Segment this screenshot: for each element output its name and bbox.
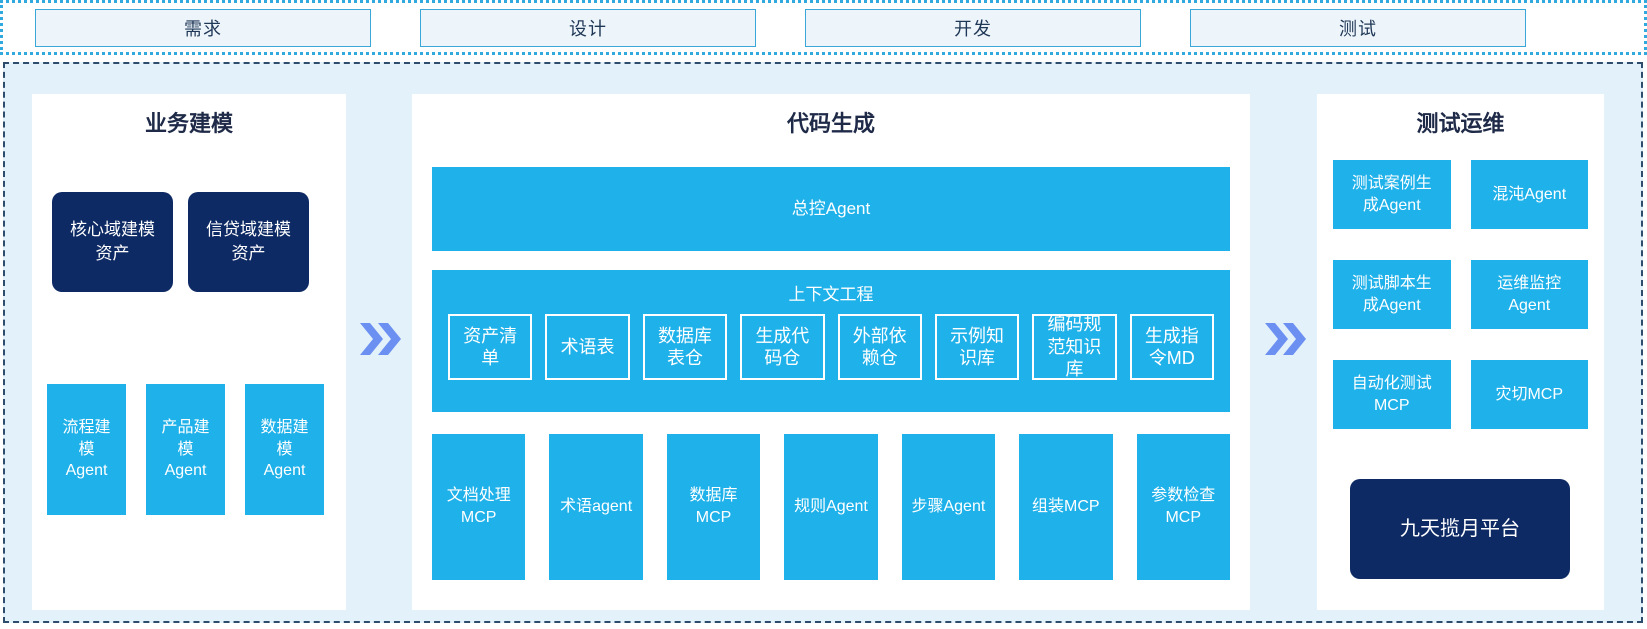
tool-box-assembly-mcp: 组装MCP [1019, 434, 1113, 580]
double-chevron-right-icon [1262, 320, 1308, 358]
master-agent-bar: 总控Agent [432, 167, 1230, 251]
code-generation-tools-row: 文档处理MCP 术语agent 数据库MCP 规则Agent 步骤Agent 组… [432, 434, 1230, 580]
section-test-ops: 测试运维 测试案例生成Agent 混沌Agent 测试脚本生成Agent 运维监… [1317, 94, 1604, 610]
business-modeling-title: 业务建模 [144, 111, 233, 136]
ctx-item-coding-spec-kb: 编码规范知识库 [1032, 314, 1117, 380]
ctx-item-glossary: 术语表 [545, 314, 630, 380]
tool-box-database-mcp: 数据库MCP [666, 434, 761, 580]
section-code-generation: 代码生成 总控Agent 上下文工程 资产清单 术语表 数据库表仓 生成代码仓 … [412, 94, 1250, 610]
agent-box-product-modeling: 产品建模Agent [146, 384, 225, 515]
ctx-item-gen-code-repo: 生成代码仓 [740, 314, 825, 380]
main-board: 业务建模 核心域建模资产 信贷域建模资产 流程建模Agent 产品建模Agent… [3, 62, 1643, 623]
agent-box-data-modeling: 数据建模Agent [245, 384, 324, 515]
test-ops-grid: 测试案例生成Agent 混沌Agent 测试脚本生成Agent 运维监控Agen… [1333, 160, 1588, 429]
tool-box-glossary-agent: 术语agent [549, 434, 643, 580]
section-business-modeling: 业务建模 核心域建模资产 信贷域建模资产 流程建模Agent 产品建模Agent… [32, 94, 346, 610]
pipeline-stage-bar: 需求 设计 开发 测试 [0, 0, 1647, 55]
ops-box-chaos-agent: 混沌Agent [1470, 160, 1588, 229]
ops-box-disaster-switch-mcp: 灾切MCP [1470, 360, 1588, 429]
stage-box-design: 设计 [420, 8, 756, 47]
ops-box-test-script-gen-agent: 测试脚本生成Agent [1333, 260, 1451, 329]
context-engineering-items: 资产清单 术语表 数据库表仓 生成代码仓 外部依赖仓 示例知识库 编码规范知识库… [432, 305, 1230, 380]
tool-box-step-agent: 步骤Agent [901, 434, 996, 580]
double-chevron-right-icon [357, 320, 403, 358]
jiutian-lanyue-platform-box: 九天揽月平台 [1350, 479, 1570, 579]
ctx-item-example-kb: 示例知识库 [934, 314, 1020, 380]
ops-box-ops-monitor-agent: 运维监控Agent [1470, 260, 1588, 329]
modeling-agent-row: 流程建模Agent 产品建模Agent 数据建模Agent [47, 384, 324, 515]
tool-box-param-check-mcp: 参数检查MCP [1136, 434, 1230, 580]
ops-box-test-case-gen-agent: 测试案例生成Agent [1333, 160, 1451, 229]
modeling-asset-row: 核心域建模资产 信贷域建模资产 [52, 192, 309, 292]
tool-box-rule-agent: 规则Agent [784, 434, 878, 580]
code-generation-title: 代码生成 [786, 111, 875, 136]
stage-box-requirements: 需求 [35, 8, 371, 47]
ctx-item-gen-instr-md: 生成指令MD [1129, 314, 1214, 380]
agent-box-process-modeling: 流程建模Agent [47, 384, 126, 515]
tool-box-doc-processing-mcp: 文档处理MCP [432, 434, 526, 580]
asset-box-core-domain: 核心域建模资产 [52, 192, 173, 292]
test-ops-title: 测试运维 [1416, 111, 1505, 136]
stage-box-testing: 测试 [1190, 8, 1526, 47]
asset-box-credit-domain: 信贷域建模资产 [188, 192, 309, 292]
ops-box-auto-test-mcp: 自动化测试MCP [1333, 360, 1451, 429]
ctx-item-ext-dep-repo: 外部依赖仓 [837, 314, 922, 380]
ctx-item-db-table-repo: 数据库表仓 [642, 314, 728, 380]
context-engineering-title: 上下文工程 [788, 285, 874, 304]
context-engineering-container: 上下文工程 资产清单 术语表 数据库表仓 生成代码仓 外部依赖仓 示例知识库 编… [432, 270, 1230, 412]
stage-box-development: 开发 [805, 8, 1141, 47]
ctx-item-asset-list: 资产清单 [448, 314, 533, 380]
